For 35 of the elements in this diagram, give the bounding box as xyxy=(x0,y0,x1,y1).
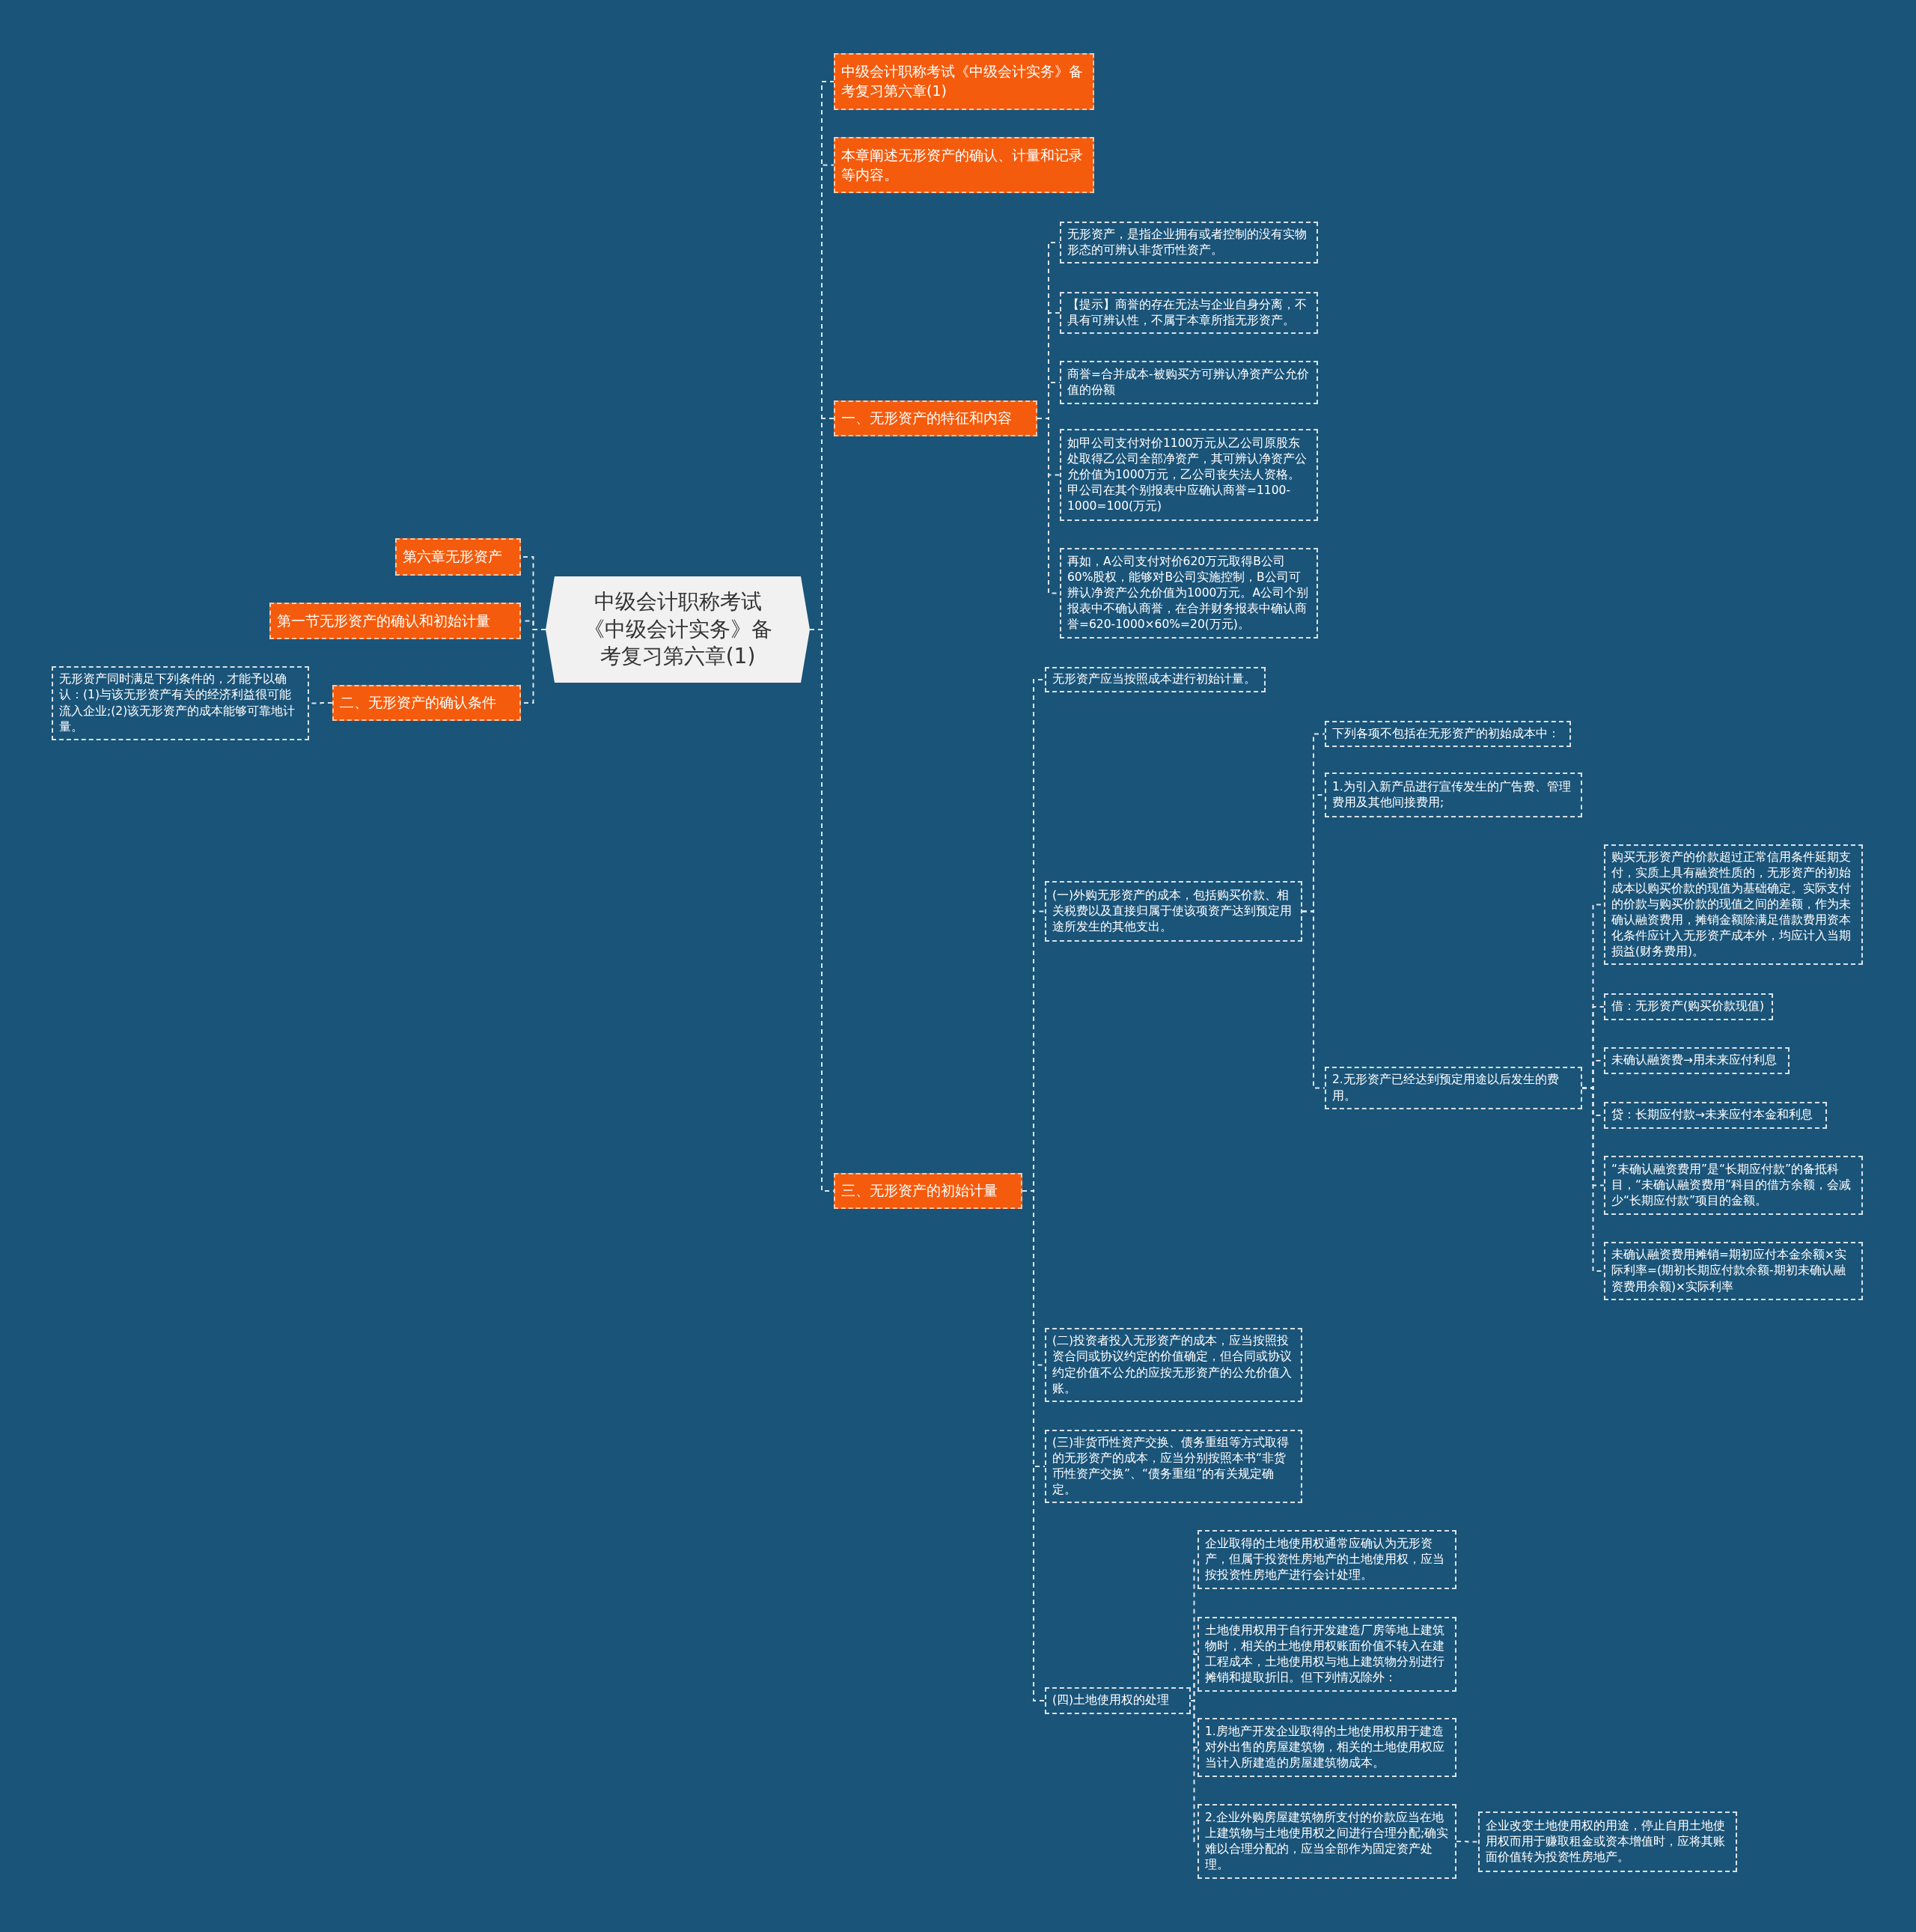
note-box: 企业取得的土地使用权通常应确认为无形资产，但属于投资性房地产的土地使用权，应当按投资性房地产进行会计处理。 xyxy=(1198,1530,1456,1589)
note-box: 土地使用权用于自行开发建造厂房等地上建筑物时，相关的土地使用权账面价值不转入在建工程成本，土地使用权与地上建筑物分别进行摊销和提取折旧。但下列情况除外： xyxy=(1198,1617,1456,1692)
connector-line xyxy=(1456,1841,1479,1843)
note-box: 购买无形资产的价款超过正常信用条件延期支付，实质上具有融资性质的，无形资产的初始成本以购买价款的现值为基础确定。实际支付的价款与购买价款的现值之间的差额，作为未确认融资费用，摊销金额除满足借款费用资本化条件应计入无形资产成本外，均应计入当期损益(财务费用)。 xyxy=(1604,844,1863,965)
topic-box: 第一节无形资产的确认和初始计量 xyxy=(269,603,521,639)
note-box: 贷：长期应付款→未来应付本金和利息 xyxy=(1604,1102,1827,1129)
note-box: 2.无形资产已经达到预定用途以后发生的费用。 xyxy=(1325,1067,1582,1109)
note-box: 商誉=合并成本-被购买方可辨认净资产公允价值的份额 xyxy=(1060,361,1318,404)
note-box: 企业改变土地使用权的用途，停止自用土地使用权而用于赚取租金或资本增值时，应将其账面价值转为投资性房地产。 xyxy=(1478,1811,1737,1872)
note-box: (四)土地使用权的处理 xyxy=(1045,1687,1191,1714)
note-box: 未确认融资费→用未来应付利息 xyxy=(1604,1047,1790,1074)
topic-box: 第六章无形资产 xyxy=(395,538,521,576)
note-box: 未确认融资费用摊销=期初应付本金余额×实际利率=(期初长期应付款余额-期初未确认融资费用余额)×实际利率 xyxy=(1604,1242,1863,1300)
note-box: 无形资产，是指企业拥有或者控制的没有实物形态的可辨认非货币性资产。 xyxy=(1060,222,1318,263)
note-box: 借：无形资产(购买价款现值) xyxy=(1604,993,1773,1020)
note-box: 2.企业外购房屋建筑物所支付的价款应当在地上建筑物与土地使用权之间进行合理分配;确实难以合理分配的，应当全部作为固定资产处理。 xyxy=(1198,1804,1456,1879)
note-box: (三)非货币性资产交换、债务重组等方式取得的无形资产的成本，应当分别按照本书“非货币性资产交换”、“债务重组”的有关规定确定。 xyxy=(1045,1430,1302,1503)
note-box: 无形资产同时满足下列条件的，才能予以确认：(1)与该无形资产有关的经济利益很可能流入企业;(2)该无形资产的成本能够可靠地计量。 xyxy=(52,666,309,740)
topic-box: 本章阐述无形资产的确认、计量和记录等内容。 xyxy=(834,137,1094,193)
note-box: “未确认融资费用”是“长期应付款”的备抵科目，“未确认融资费用”科目的借方余额，会减少“长期应付款”项目的金额。 xyxy=(1604,1156,1863,1215)
topic-box: 二、无形资产的确认条件 xyxy=(332,685,521,721)
note-box: 【提示】商誉的存在无法与企业自身分离，不具有可辨认性，不属于本章所指无形资产。 xyxy=(1060,292,1318,334)
note-box: (二)投资者投入无形资产的成本，应当按照投资合同或协议约定的价值确定，但合同或协议约定价值不公允的应按无形资产的公允价值入账。 xyxy=(1045,1328,1302,1402)
note-box: 1.房地产开发企业取得的土地使用权用于建造对外出售的房屋建筑物，相关的土地使用权应当计入所建造的房屋建筑物成本。 xyxy=(1198,1718,1456,1777)
central-topic: 中级会计职称考试《中级会计实务》备考复习第六章(1) xyxy=(546,576,810,683)
note-box: 无形资产应当按照成本进行初始计量。 xyxy=(1045,667,1266,692)
topic-box: 三、无形资产的初始计量 xyxy=(834,1173,1022,1209)
note-box: 再如，A公司支付对价620万元取得B公司60%股权，能够对B公司实施控制，B公司可辨认净资产公允价值为1000万元。A公司个别报表中不确认商誉，在合并财务报表中确认商誉=620-1000×60%=20(万元)。 xyxy=(1060,548,1318,639)
note-box: 1.为引入新产品进行宣传发生的广告费、管理费用及其他间接费用; xyxy=(1325,773,1582,817)
connector-line xyxy=(1302,910,1325,1089)
note-box: (一)外购无形资产的成本，包括购买价款、相关税费以及直接归属于使该项资产达到预定用途所发生的其他支出。 xyxy=(1045,881,1302,942)
note-box: 下列各项不包括在无形资产的初始成本中： xyxy=(1325,721,1571,747)
note-box: 如甲公司支付对价1100万元从乙公司原股东处取得乙公司全部净资产，其可辨认净资产公允价值为1000万元，乙公司丧失法人资格。甲公司在其个别报表中应确认商誉=1100-1000=100(万元) xyxy=(1060,429,1318,521)
topic-box: 一、无形资产的特征和内容 xyxy=(834,400,1037,436)
topic-box: 中级会计职称考试《中级会计实务》备考复习第六章(1) xyxy=(834,53,1094,110)
